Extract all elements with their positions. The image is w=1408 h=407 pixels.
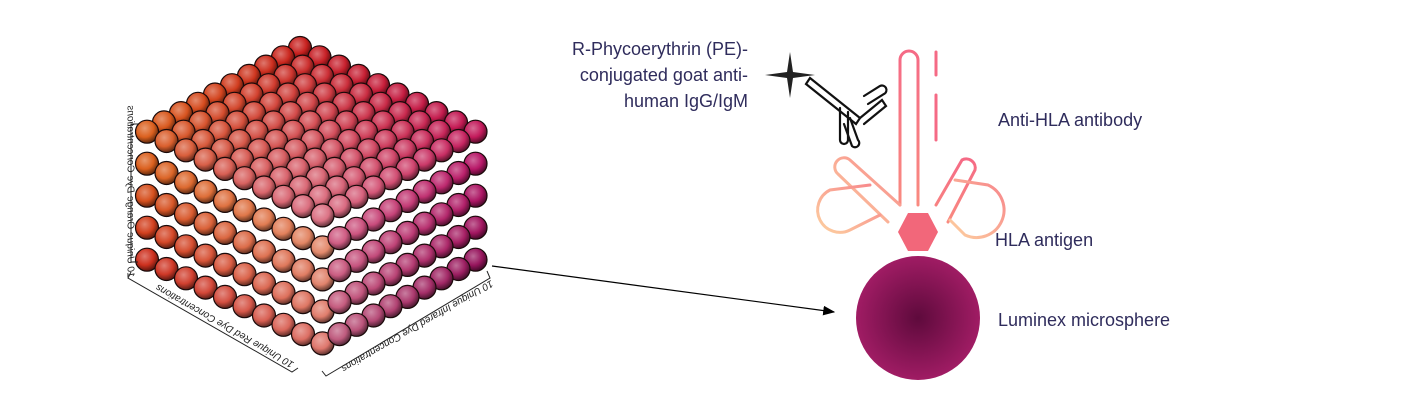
dyed-microsphere — [193, 147, 218, 172]
bracket-orange-axis — [130, 123, 138, 263]
pe-label-line-3: human IgG/IgM — [623, 91, 748, 111]
dyed-microsphere — [154, 192, 179, 218]
anti-hla-antibody — [816, 49, 1006, 239]
dyed-microsphere — [251, 271, 277, 296]
dyed-microsphere — [134, 215, 160, 240]
dyed-microsphere — [271, 312, 296, 337]
dyed-microsphere — [327, 226, 352, 251]
dyed-microsphere — [251, 239, 277, 264]
dyed-microsphere — [134, 119, 160, 144]
dyed-microsphere — [154, 224, 179, 250]
dyed-microsphere — [290, 194, 316, 219]
dyed-microsphere — [134, 247, 160, 272]
dyed-microsphere — [154, 128, 179, 154]
pe-secondary-antibody — [804, 76, 888, 149]
dyed-microsphere — [327, 290, 352, 315]
dyed-microsphere — [173, 266, 199, 291]
microsphere-cube — [134, 35, 488, 356]
bracket-infrared-axis — [321, 270, 491, 377]
anti-hla-antibody-label: Anti-HLA antibody — [998, 110, 1143, 130]
dyed-microsphere — [193, 275, 218, 300]
dyed-microsphere — [327, 258, 352, 283]
pe-fluorescence-star-icon — [765, 52, 815, 98]
dyed-microsphere — [173, 234, 199, 259]
pe-label-line-2: conjugated goat anti- — [579, 65, 748, 85]
dyed-microsphere — [232, 166, 257, 191]
dyed-microsphere — [212, 252, 238, 277]
dyed-microsphere — [271, 248, 296, 273]
dyed-microsphere — [134, 183, 160, 208]
dyed-microsphere — [251, 207, 277, 232]
luminex-microsphere — [856, 256, 980, 380]
dyed-microsphere — [212, 188, 238, 213]
pe-label: R-Phycoerythrin (PE)- conjugated goat an… — [572, 36, 748, 114]
hla-antigen-hexagon — [898, 213, 938, 251]
dyed-microsphere — [232, 198, 257, 223]
dyed-microsphere — [251, 175, 277, 200]
luminex-microsphere-label: Luminex microsphere — [998, 310, 1171, 330]
dyed-microsphere — [271, 280, 296, 305]
dyed-microsphere — [251, 303, 277, 328]
orange-dye-axis-label: 10 Unique Orange Dye Concentrations — [124, 105, 136, 278]
bracket-red-axis — [127, 271, 299, 373]
dyed-microsphere — [154, 256, 179, 282]
dyed-microsphere — [232, 230, 257, 255]
dyed-microsphere — [271, 216, 296, 241]
dyed-microsphere — [173, 202, 199, 227]
dyed-microsphere — [173, 170, 199, 195]
dyed-microsphere — [290, 226, 316, 251]
dyed-microsphere — [212, 284, 238, 309]
hla-antigen-label: HLA antigen — [995, 230, 1094, 250]
dyed-microsphere — [310, 203, 335, 228]
dyed-microsphere — [193, 211, 218, 236]
dyed-microsphere — [193, 179, 218, 204]
dyed-microsphere — [327, 322, 352, 347]
dyed-microsphere — [212, 156, 238, 181]
dyed-microsphere — [173, 138, 199, 163]
arrow — [491, 265, 836, 316]
dyed-microsphere — [290, 322, 316, 347]
dyed-microsphere — [232, 294, 257, 319]
dyed-microsphere — [134, 151, 160, 176]
dyed-microsphere — [232, 262, 257, 287]
dyed-microsphere — [193, 243, 218, 268]
dyed-microsphere — [212, 220, 238, 245]
dyed-microsphere — [271, 184, 296, 209]
dyed-microsphere — [154, 160, 179, 186]
dyed-microsphere — [290, 258, 316, 283]
dyed-microsphere — [290, 290, 316, 315]
pe-label-line-1: R-Phycoerythrin (PE)- — [571, 39, 748, 59]
